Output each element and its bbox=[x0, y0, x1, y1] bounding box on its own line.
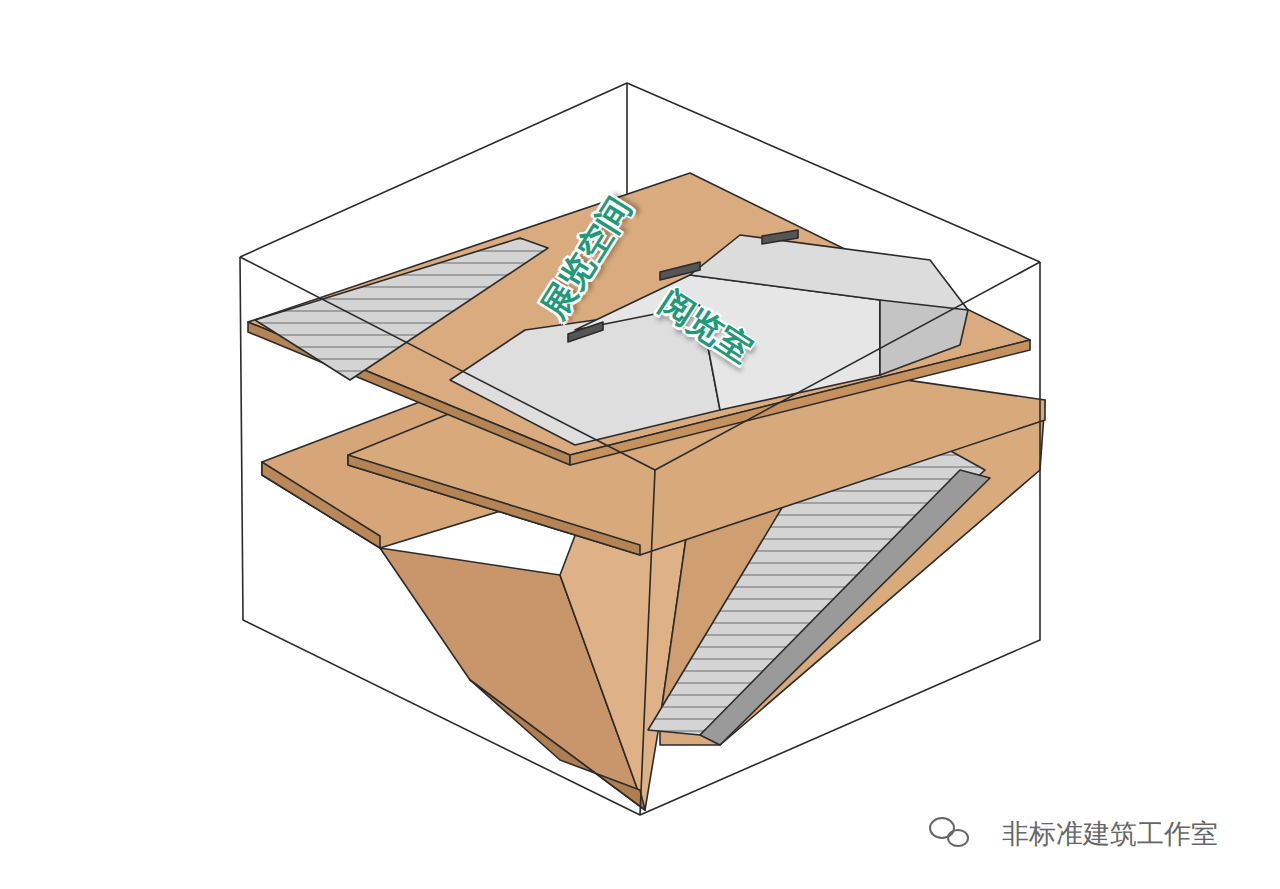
watermark-icon bbox=[930, 818, 968, 846]
watermark: 非标准建筑工作室 bbox=[1002, 820, 1218, 847]
